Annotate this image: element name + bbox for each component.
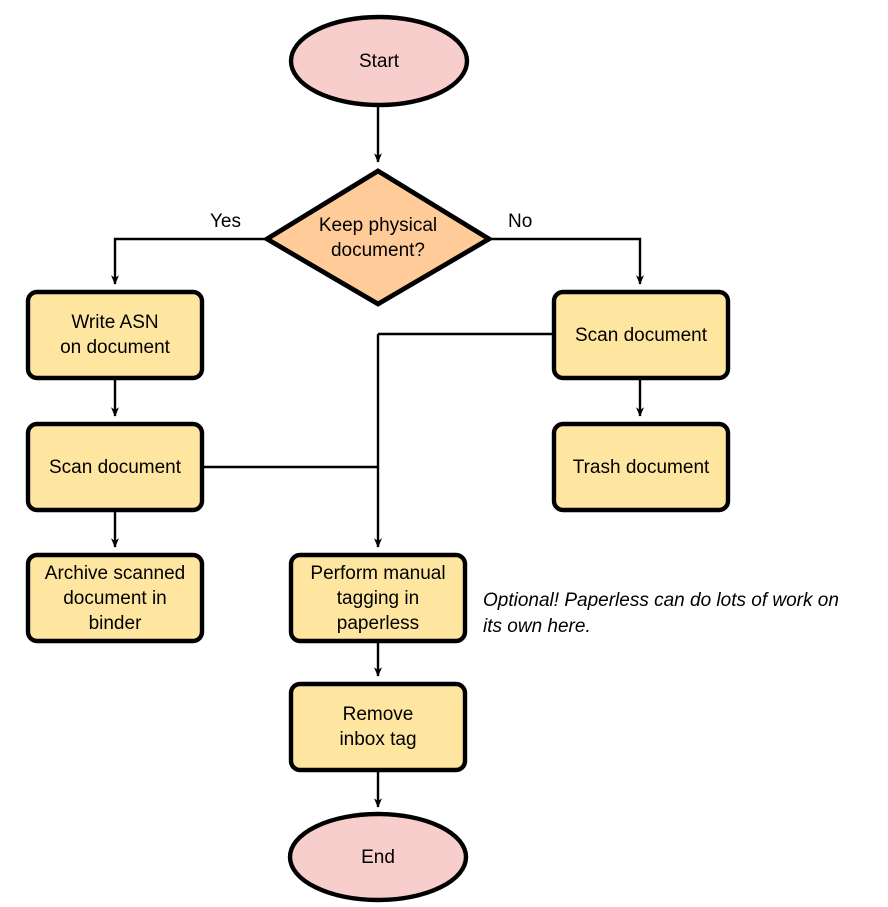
node-perform-manual-tagging[interactable] [288, 552, 468, 644]
edge-decision-yes-to-write-asn [111, 237, 265, 285]
edge-label-yes: Yes [210, 211, 241, 232]
edge-decision-no-to-scan-right [491, 237, 644, 285]
node-write-asn[interactable] [25, 289, 205, 381]
edge-label-no: No [508, 211, 533, 232]
node-scan-document-right[interactable] [551, 289, 731, 381]
node-archive-scanned-document[interactable] [25, 552, 205, 644]
node-end[interactable] [287, 811, 469, 903]
node-scan-document-left[interactable] [25, 421, 205, 513]
annotation-optional-note: Optional! Paperless can do lots of work … [483, 590, 839, 637]
node-decision-keep-physical-document[interactable] [262, 168, 494, 307]
node-remove-inbox-tag[interactable] [288, 681, 468, 773]
node-trash-document[interactable] [551, 421, 731, 513]
node-start[interactable] [288, 14, 470, 108]
